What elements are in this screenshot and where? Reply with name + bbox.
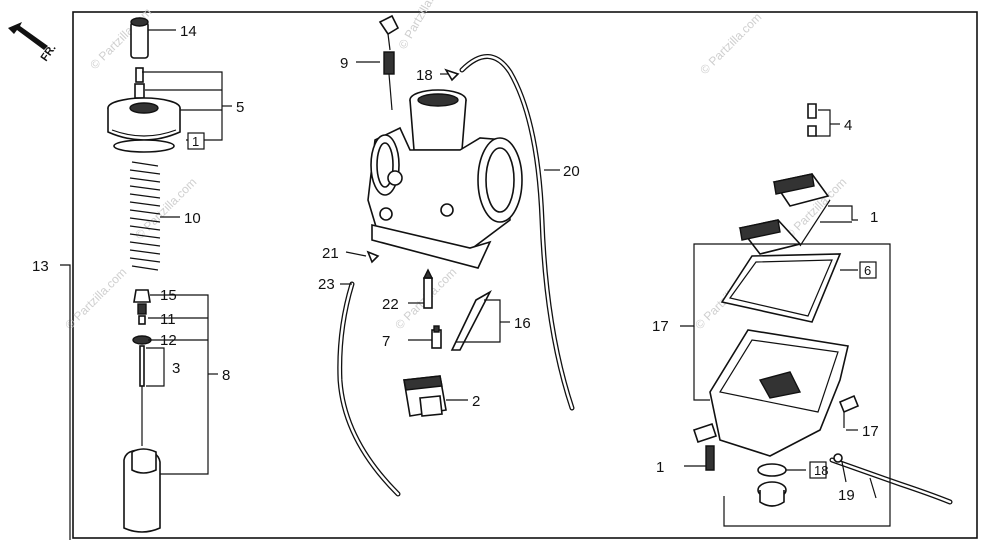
callout-label: 1 (870, 209, 878, 226)
callout-label: 6 (864, 263, 871, 278)
callout-label: 23 (318, 276, 335, 293)
leader-lines (60, 29, 891, 540)
callout-label: 18 (814, 463, 828, 478)
callout-box (187, 132, 205, 150)
callout-label: 13 (32, 258, 49, 275)
callout-label: 18 (416, 67, 433, 84)
callout-label: 21 (322, 245, 339, 262)
throttle-valve-assembly (107, 17, 181, 533)
callout-label: 11 (160, 311, 176, 328)
idle-screw (378, 14, 400, 111)
front-arrow-icon: FR. (8, 22, 59, 64)
callout-box (859, 261, 877, 279)
float-chamber-assembly (692, 103, 953, 507)
callout-label: 17 (652, 318, 669, 335)
callout-label: 1 (656, 459, 664, 476)
diagram-frame (72, 11, 978, 539)
callout-label: 20 (563, 163, 580, 180)
callout-label: 16 (514, 315, 531, 332)
callout-box (809, 461, 827, 479)
callout-label: 15 (160, 287, 177, 304)
callout-label: 4 (844, 117, 852, 134)
callout-label: 14 (180, 23, 197, 40)
callout-label: 1 (192, 134, 199, 149)
callout-label: 19 (838, 487, 855, 504)
callout-label: 7 (382, 333, 390, 350)
callout-label: 5 (236, 99, 244, 116)
callout-label: 10 (184, 210, 201, 227)
watermark-text: © Partzilla.com (395, 0, 448, 52)
carburetor-body (337, 14, 575, 497)
callout-labels: 14 5 1 10 13 15 11 12 3 8 9 18 20 21 23 … (32, 23, 879, 504)
callout-label: 3 (172, 360, 180, 377)
callout-label: 9 (340, 55, 348, 72)
watermark-text: © Partzilla.com (132, 175, 199, 242)
callout-label: 12 (160, 332, 177, 349)
callout-label: 17 (862, 423, 879, 440)
callout-label: 8 (222, 367, 230, 384)
watermark-text: © Partzilla.com (697, 10, 764, 77)
callout-label: 2 (472, 393, 480, 410)
callout-label: 22 (382, 296, 399, 313)
